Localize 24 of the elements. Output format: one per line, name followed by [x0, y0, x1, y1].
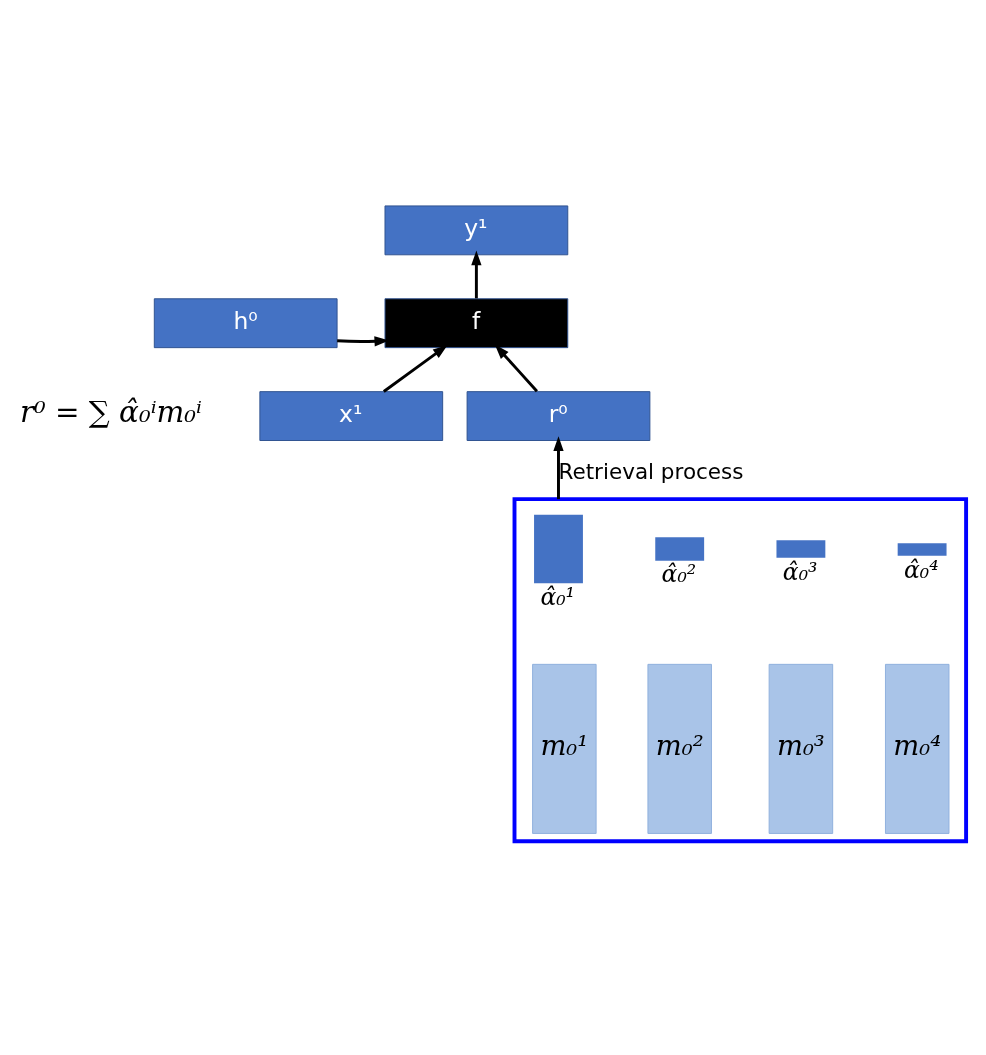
node-box: m₀² — [647, 663, 712, 834]
node-box: y¹ — [384, 205, 569, 256]
node-bar — [776, 540, 826, 558]
cluster — [512, 497, 969, 844]
node-box: f — [384, 298, 569, 349]
node-box: m₀⁴ — [884, 663, 950, 834]
arrow — [494, 344, 538, 393]
node-box: r⁰ — [466, 391, 651, 441]
node-bar — [897, 543, 947, 556]
node-box: m₀¹ — [532, 663, 597, 834]
node-label: α̂₀² — [661, 560, 697, 589]
node-label: α̂₀¹ — [540, 582, 576, 611]
node-label: α̂₀³ — [782, 557, 818, 586]
node-bar — [534, 514, 583, 584]
node-label: α̂₀⁴ — [904, 555, 939, 584]
node-box: h⁰ — [153, 298, 338, 349]
arrow — [553, 436, 564, 500]
node-box: x¹ — [259, 391, 444, 441]
node-box: m₀³ — [768, 663, 834, 834]
edge-label: Retrieval process — [558, 459, 744, 485]
arrow — [471, 250, 482, 299]
arrow — [382, 345, 448, 393]
node-bar — [655, 537, 705, 561]
label: r⁰ = ∑ α̂₀ⁱm₀ⁱ — [19, 395, 202, 430]
